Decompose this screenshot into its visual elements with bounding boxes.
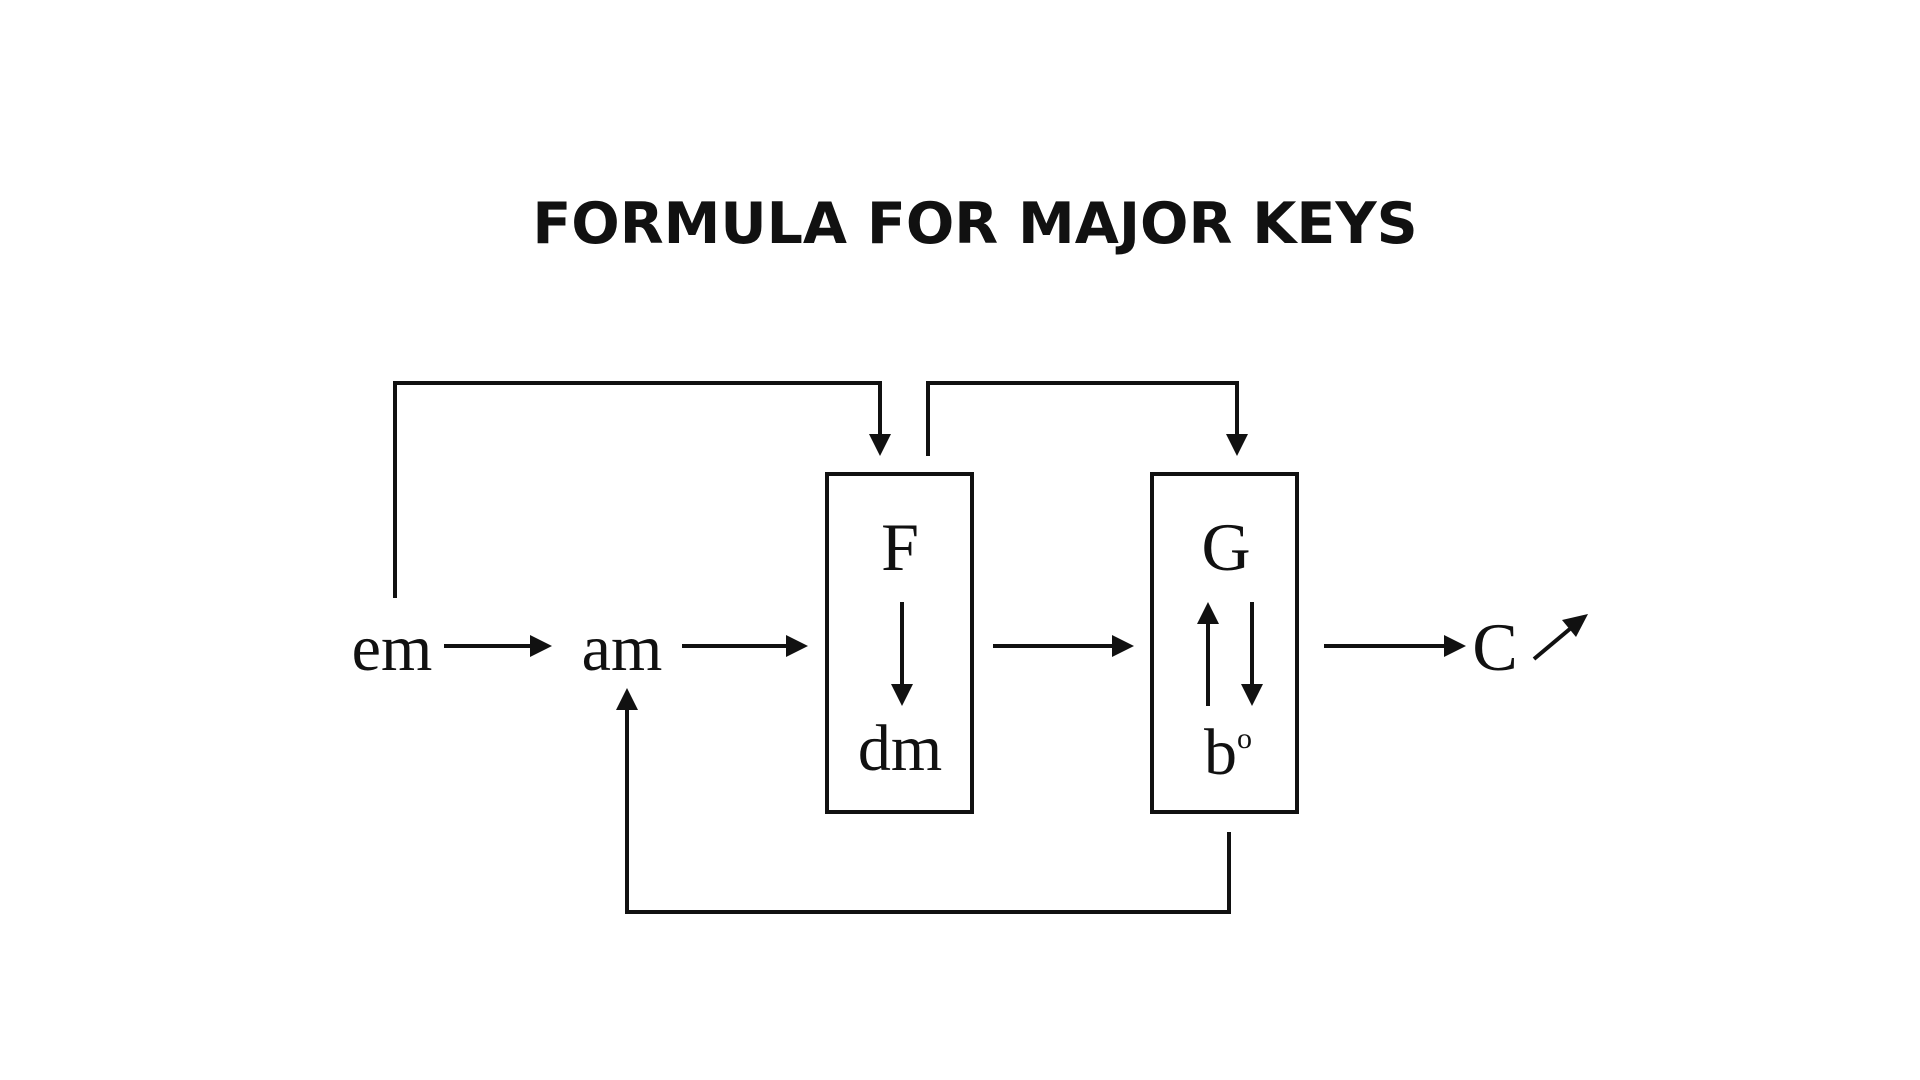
connector-em-to-f xyxy=(393,381,882,598)
arrowhead-b-to-g xyxy=(1197,602,1219,624)
arrowhead-g-to-c xyxy=(1444,635,1466,657)
arrow-c-onward xyxy=(1532,626,1573,661)
arrowhead-em-to-am xyxy=(530,635,552,657)
chord-am: am xyxy=(582,612,663,685)
chord-b-dim: bo xyxy=(1204,716,1252,789)
arrowhead-am-to-f xyxy=(786,635,808,657)
chord-G: G xyxy=(1201,509,1250,585)
arrowhead-connector-g-to-am xyxy=(616,688,638,710)
diagram-title: FORMULA FOR MAJOR KEYS xyxy=(532,191,1417,257)
connector-g-to-am xyxy=(625,710,1231,914)
arrowhead-connector-em-to-f xyxy=(869,434,891,456)
arrowhead-f-to-g xyxy=(1112,635,1134,657)
arrowhead-connector-f-to-g xyxy=(1226,434,1248,456)
arrowhead-f-to-dm xyxy=(891,684,913,706)
box-g-b-dim xyxy=(1150,472,1299,814)
diminished-symbol: o xyxy=(1237,722,1252,755)
chord-F: F xyxy=(881,509,919,585)
chord-C: C xyxy=(1472,609,1517,685)
chord-em: em xyxy=(352,612,433,685)
connector-f-to-g xyxy=(926,381,1239,456)
box-f-dm xyxy=(825,472,974,814)
chord-dm: dm xyxy=(858,712,942,785)
arrowhead-c-onward xyxy=(1562,614,1588,637)
chord-b-letter: b xyxy=(1204,716,1237,789)
arrowhead-g-to-b xyxy=(1241,684,1263,706)
